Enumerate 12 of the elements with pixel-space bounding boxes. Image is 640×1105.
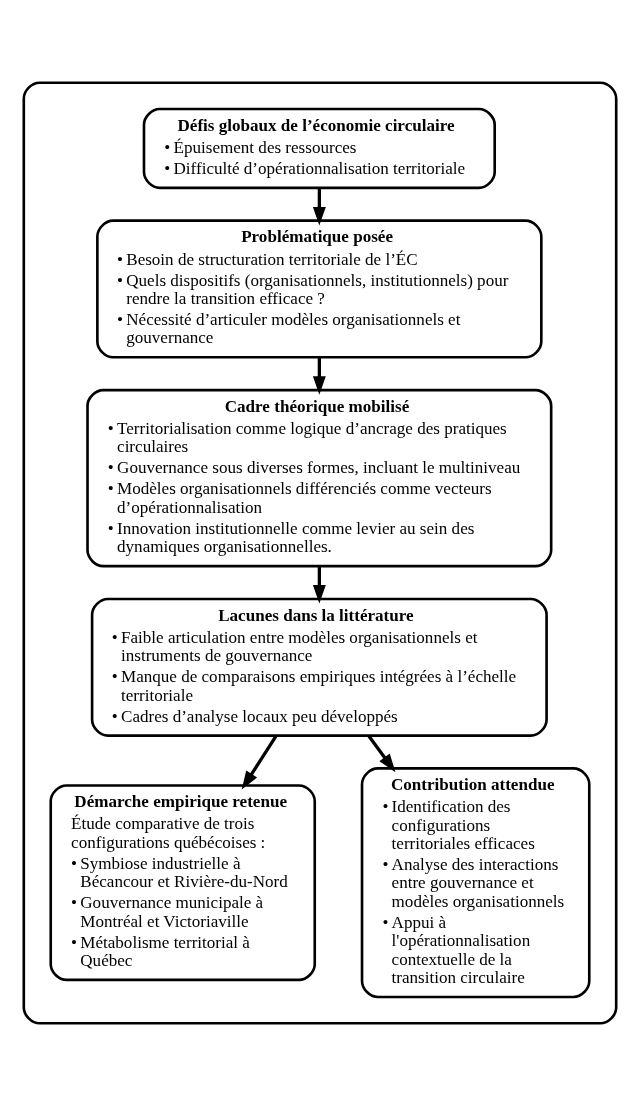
node-box: Défis globaux de l’économie circulaire • Épuisement des ressources • Difficulté d’opérationnalisation territoriale: [142, 107, 496, 189]
node-box: Contribution attendue • Identification des configurations territoriales efficaces • Analyse des interactions entre gouvernance et modèles organisationnels • Appui à l'opérationnalisation contextuelle de la transition circulaire: [360, 766, 591, 998]
node-box: Lacunes dans la littérature • Faible articulation entre modèles organisationnels et instruments de gouvernance • Manque de comparaisons empiriques intégrées à l’échelle territoriale • Cadres d’analyse locaux peu développés: [90, 597, 548, 737]
node-box: Problématique posée • Besoin de structuration territoriale de l’ÉC • Quels dispositifs (organisationnels, institutionnels) pour rendre la transition efficace ? • Nécessité d’articuler modèles organisationnels et gouvernance: [96, 218, 543, 359]
cluster: [22, 80, 618, 1025]
arrow: [312, 187, 326, 225]
arrow: [367, 734, 396, 772]
node-box: Cadre théorique mobilisé • Territorialisation comme logique d’ancrage des pratiques circulaires • Gouvernance sous diverses formes, incluant le multiniveau • Modèles organisationnels différenciés comme vecteurs d’opérationnalisation • Innovation institutionnelle comme levier au sein des dynamiques organisationnelles.: [86, 388, 553, 567]
arrow: [312, 357, 326, 395]
node-box: Démarche empirique retenue Étude comparative de trois configurations québécoises : • Symbiose industrielle à Bécancour et Rivière-du-Nord • Gouvernance municipale à Montréal et Victoriaville • Métabolisme territorial à Québec: [49, 783, 317, 981]
arrow: [241, 734, 278, 789]
arrow: [312, 565, 326, 603]
